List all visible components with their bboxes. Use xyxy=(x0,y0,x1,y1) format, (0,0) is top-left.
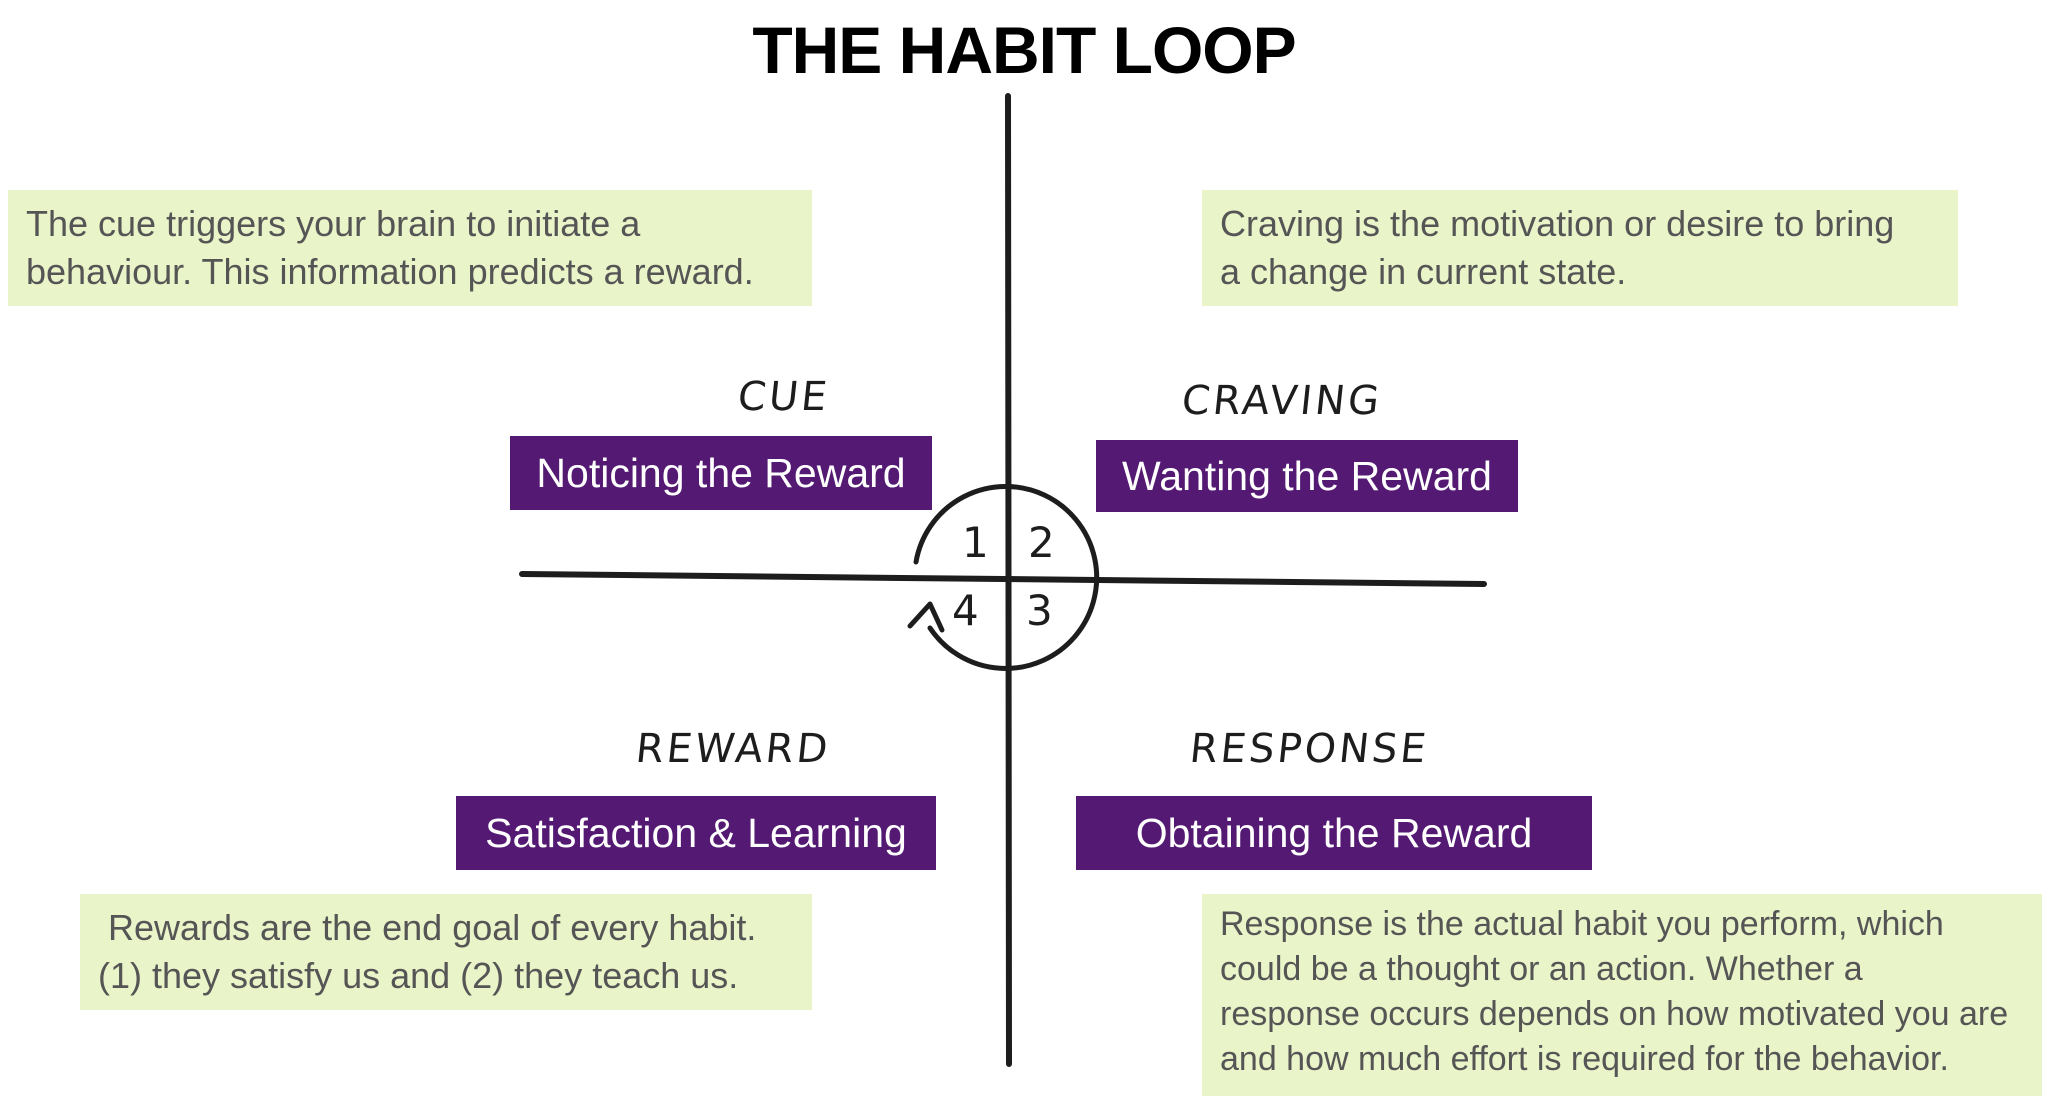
cue-description: The cue triggers your brain to initiate … xyxy=(8,190,812,306)
craving-description-line: a change in current state. xyxy=(1220,251,1627,292)
cue-label: CUE xyxy=(735,374,832,420)
response-label: RESPONSE xyxy=(1187,726,1432,772)
response-description-line: and how much effort is required for the … xyxy=(1220,1040,1949,1078)
response-step-number: 3 xyxy=(1026,586,1053,635)
reward-stage-box: Satisfaction & Learning xyxy=(456,796,936,870)
reward-description: Rewards are the end goal of every habit.… xyxy=(80,894,812,1010)
reward-description-line: (1) they satisfy us and (2) they teach u… xyxy=(98,955,739,996)
page-title: THE HABIT LOOP xyxy=(752,13,1296,87)
craving-label: CRAVING xyxy=(1179,378,1385,424)
horizontal-axis xyxy=(519,571,1487,587)
craving-description-line: Craving is the motivation or desire to b… xyxy=(1220,203,1895,244)
response-description-line: could be a thought or an action. Whether… xyxy=(1220,950,1863,988)
craving-step-number: 2 xyxy=(1028,518,1055,567)
response-description-line: response occurs depends on how motivated… xyxy=(1220,995,2009,1033)
cue-description-line: The cue triggers your brain to initiate … xyxy=(26,203,641,244)
reward-label: REWARD xyxy=(633,726,833,772)
craving-description: Craving is the motivation or desire to b… xyxy=(1202,190,1958,306)
craving-stage-box: Wanting the Reward xyxy=(1096,440,1518,512)
loop-circle xyxy=(913,483,1100,671)
response-stage-box: Obtaining the Reward xyxy=(1076,796,1592,870)
response-description-line: Response is the actual habit you perform… xyxy=(1220,905,1944,943)
reward-description-line: Rewards are the end goal of every habit. xyxy=(98,907,757,948)
reward-step-number: 4 xyxy=(952,586,979,635)
response-description: Response is the actual habit you perform… xyxy=(1202,894,2042,1096)
cue-stage-box: Noticing the Reward xyxy=(510,436,932,510)
loop-arrowhead-icon xyxy=(907,601,945,633)
cue-step-number: 1 xyxy=(962,518,989,567)
cue-description-line: behaviour. This information predicts a r… xyxy=(26,251,754,292)
